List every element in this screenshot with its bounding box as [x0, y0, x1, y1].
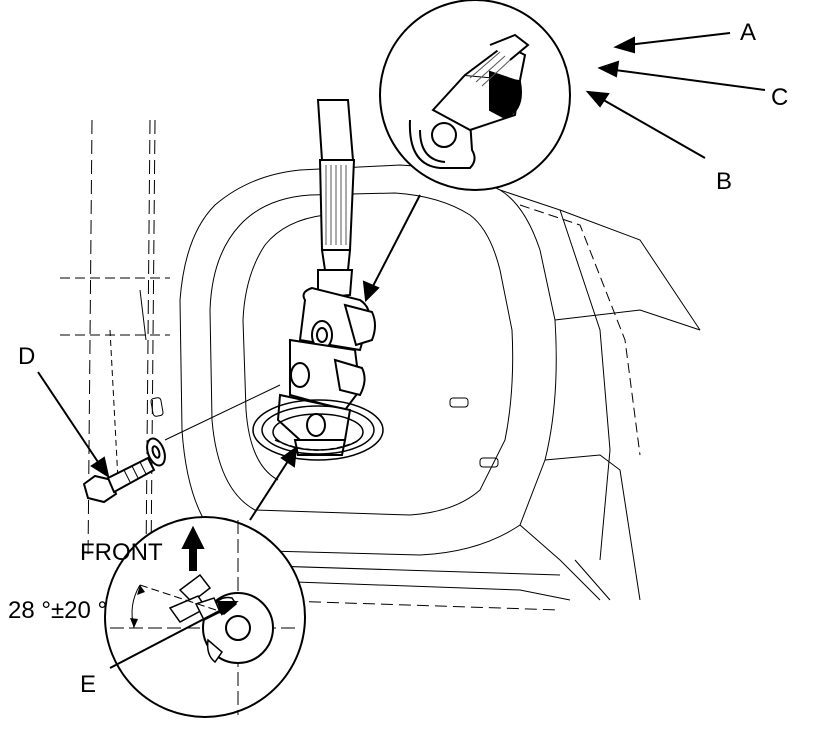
bolt	[82, 456, 156, 504]
washer	[146, 437, 166, 467]
callout-e: E	[80, 671, 97, 698]
angle-label: 28 °±20 °	[8, 597, 108, 624]
callout-b: B	[716, 168, 733, 195]
callout-c: C	[771, 84, 789, 111]
bolt-axis-line	[164, 384, 281, 441]
leader-arrows	[37, 32, 766, 669]
universal-joint	[276, 286, 376, 456]
callout-d: D	[18, 343, 36, 370]
steering-shaft	[316, 99, 356, 300]
detail-circle-top	[379, 0, 571, 191]
callout-a: A	[740, 19, 757, 46]
detail-circle-bottom	[104, 516, 306, 718]
floor-panel-outline	[60, 119, 701, 611]
front-label: FRONT	[80, 539, 163, 566]
steering-boot	[252, 399, 384, 461]
